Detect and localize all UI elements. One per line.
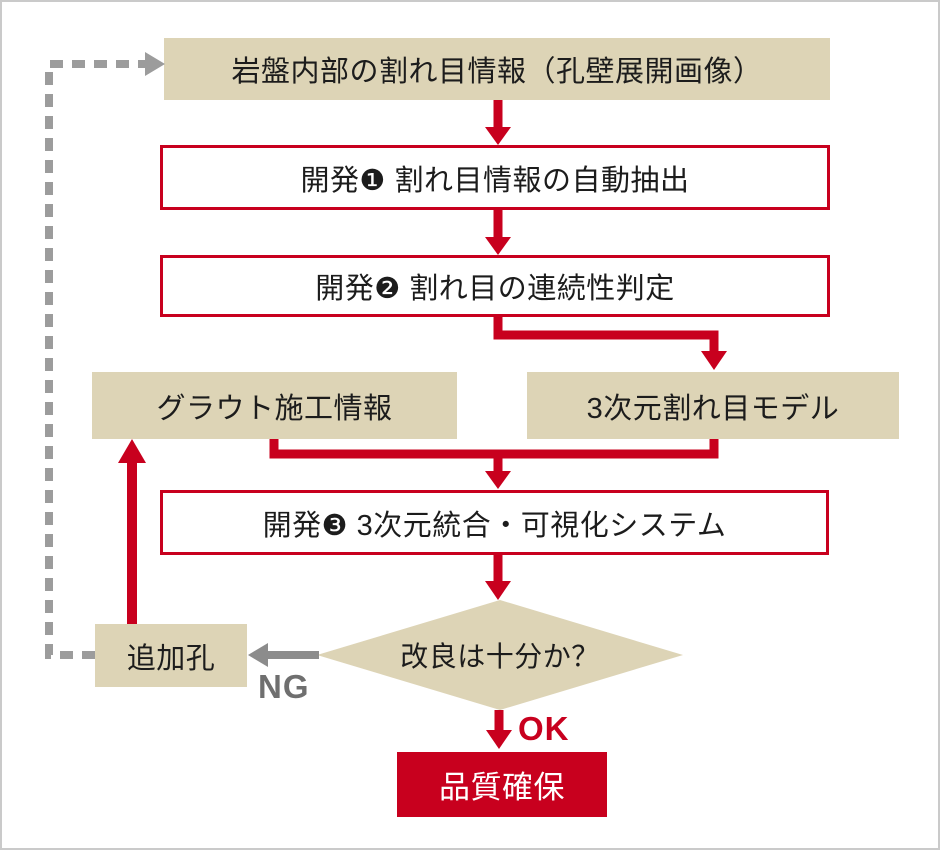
node-label: 追加孔 — [126, 642, 216, 675]
arrowhead-icon — [485, 581, 511, 600]
dashed-feedback-connector — [45, 52, 165, 659]
node-grout-construction-info: グラウト施工情報 — [92, 372, 457, 439]
arrowhead-icon — [118, 439, 146, 463]
node-label: 開発❸ 3次元統合・可視化システム — [262, 509, 727, 542]
node-rock-fracture-info: 岩盤内部の割れ目情報（孔壁展開画像） — [164, 38, 830, 100]
node-3d-fracture-model: 3次元割れ目モデル — [527, 372, 899, 439]
arrow-dev1-to-dev2 — [485, 210, 511, 255]
arrow-input-to-dev1 — [485, 100, 511, 145]
dashed-arrowhead-icon — [145, 52, 165, 76]
arrow-decision-to-add-hole — [248, 643, 319, 667]
arrow-dev2-to-model3d — [493, 317, 727, 370]
arrowhead-icon — [701, 351, 727, 370]
arrow-add-hole-to-grout — [118, 439, 146, 624]
node-label: 改良は十分か？ — [400, 641, 600, 672]
arrowhead-icon — [485, 471, 511, 489]
arrow-merge-to-dev3 — [269, 439, 719, 489]
node-dev1-auto-extraction: 開発❶ 割れ目情報の自動抽出 — [160, 145, 830, 210]
arrowhead-icon — [486, 730, 512, 749]
node-dev2-continuity-judgement: 開発❷ 割れ目の連続性判定 — [160, 255, 830, 317]
node-dev3-3d-visualization-system: 開発❸ 3次元統合・可視化システム — [160, 490, 829, 555]
node-additional-hole: 追加孔 — [95, 624, 247, 687]
arrow-decision-to-quality — [486, 710, 512, 749]
arrowhead-icon — [485, 127, 511, 145]
node-label: 岩盤内部の割れ目情報（孔壁展開画像） — [231, 56, 763, 88]
node-quality-assurance: 品質確保 — [397, 752, 607, 817]
node-label: 3次元割れ目モデル — [586, 392, 840, 425]
node-label: グラウト施工情報 — [156, 392, 393, 425]
edge-label-ok: OK — [518, 710, 570, 747]
edge-label-ng: NG — [258, 668, 310, 705]
node-label: 品質確保 — [439, 770, 565, 805]
arrowhead-icon — [485, 237, 511, 255]
dashed-feedback-line — [45, 60, 146, 659]
node-label: 開発❶ 割れ目情報の自動抽出 — [300, 164, 690, 197]
arrow-dev3-to-decision — [485, 555, 511, 600]
gray-arrowhead-icon — [248, 643, 268, 667]
node-label: 開発❷ 割れ目の連続性判定 — [315, 273, 675, 305]
node-decision-improvement-sufficient: 改良は十分か？ — [317, 600, 683, 710]
